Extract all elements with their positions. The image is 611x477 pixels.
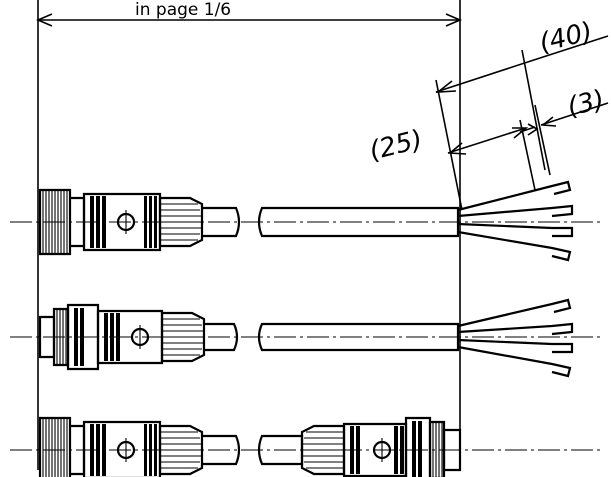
overall-length-dimension: in page 1/6 bbox=[35, 0, 463, 470]
dim-25-label: (25) bbox=[366, 125, 425, 167]
dim-40-label: (40) bbox=[536, 17, 595, 59]
overall-length-label: in page 1/6 bbox=[135, 0, 231, 20]
view-female-to-male-extension bbox=[10, 416, 600, 477]
dim-3: (3) bbox=[519, 85, 609, 176]
view-female-connector-open-wires bbox=[10, 180, 600, 262]
view-male-connector-open-wires bbox=[10, 298, 600, 378]
dim-3-label: (3) bbox=[564, 85, 607, 123]
